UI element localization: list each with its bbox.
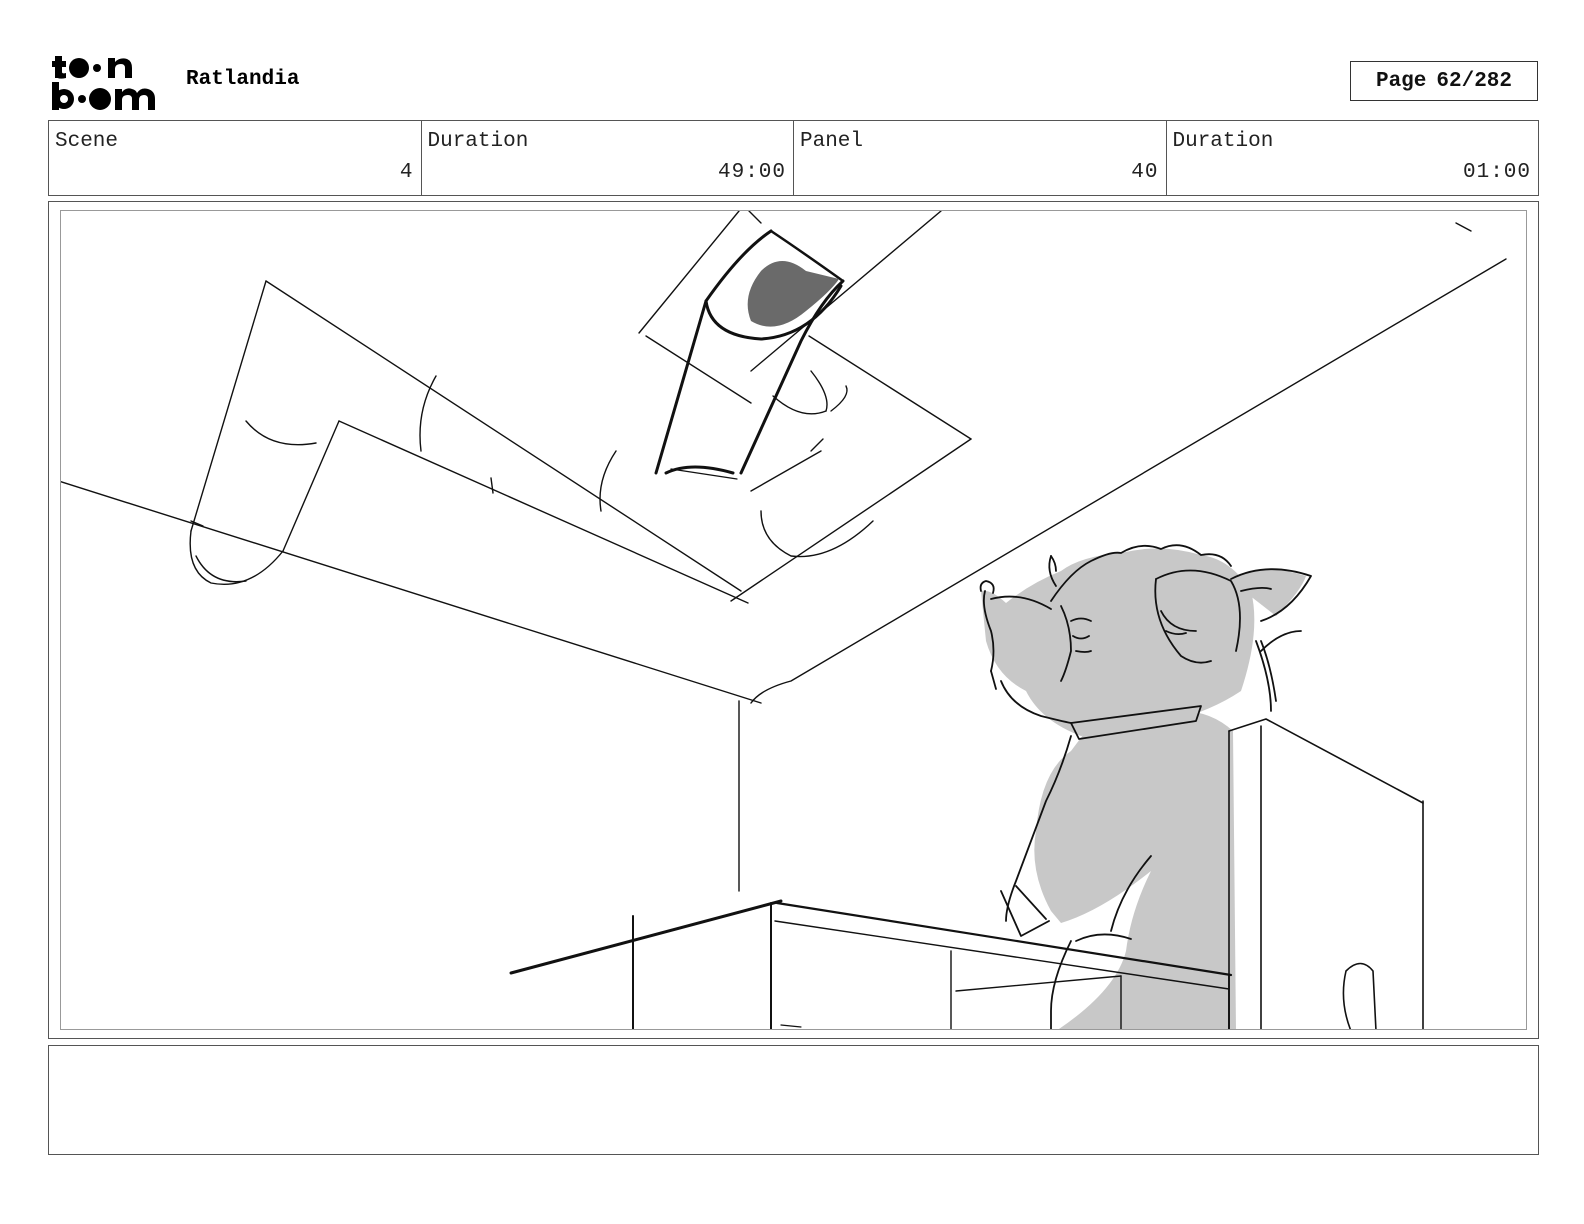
toonboom-logo-mark [52, 56, 155, 110]
scene-duration-cell: Duration 49:00 [422, 121, 794, 195]
page-label: Page [1375, 69, 1427, 93]
cabinet [1228, 718, 1424, 1029]
panel-duration-label: Duration [1172, 130, 1274, 153]
project-title: Ratlandia [186, 68, 300, 91]
panel-duration-cell: Duration 01:00 [1167, 121, 1539, 195]
scene-cell: Scene 4 [49, 121, 422, 195]
scene-duration-value: 49:00 [717, 161, 786, 184]
toonboom-logo [52, 50, 164, 112]
scene-info-table: Scene 4 Duration 49:00 Panel 40 Duration… [48, 120, 1539, 196]
ceiling-vent [638, 211, 972, 602]
panel-label: Panel [800, 130, 864, 153]
rat-character [979, 544, 1312, 1029]
scene-duration-label: Duration [427, 130, 529, 153]
panel-sketch [61, 211, 1507, 1029]
page-number: 62/282 [1436, 69, 1513, 93]
panel-value: 40 [1131, 161, 1159, 184]
panel-notes-box [48, 1045, 1539, 1155]
storyboard-panel-frame [48, 201, 1539, 1039]
panel-cell: Panel 40 [794, 121, 1167, 195]
storyboard-panel [60, 210, 1527, 1030]
pipe [189, 280, 749, 604]
ceiling-tube [654, 229, 845, 480]
scene-label: Scene [55, 130, 119, 153]
page-indicator: Page 62/282 [1350, 61, 1538, 101]
panel-duration-value: 01:00 [1462, 161, 1531, 184]
room-lines [61, 222, 1507, 892]
scene-value: 4 [399, 161, 414, 184]
desk [509, 899, 1233, 1029]
